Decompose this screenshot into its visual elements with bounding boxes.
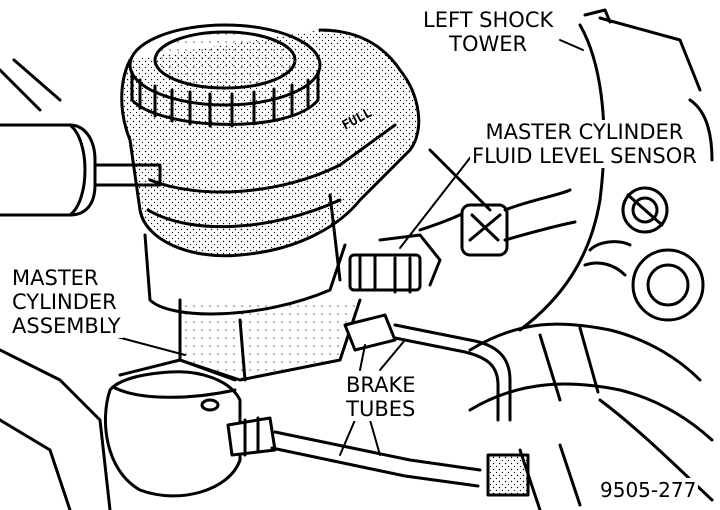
master-cylinder-body — [178, 298, 362, 382]
chassis-panel — [0, 348, 714, 510]
leader-brake-tube-upper-2 — [379, 339, 406, 371]
vacuum-hose — [468, 322, 714, 510]
label-fluid-level-sensor: MASTER CYLINDER FLUID LEVEL SENSOR — [470, 120, 699, 168]
leader-brake-tube-upper — [359, 344, 366, 371]
label-left-shock-tower: LEFT SHOCK TOWER — [421, 8, 556, 56]
leader-master-cylinder — [109, 334, 186, 356]
fluid-reservoir — [120, 28, 421, 316]
leader-fluid-sensor — [399, 144, 481, 249]
shock-tower-outline — [518, 8, 714, 332]
brake-tube-upper — [343, 313, 512, 422]
leader-lines — [109, 39, 584, 456]
mounting-bolt — [583, 186, 705, 322]
leader-brake-tube-lower — [339, 419, 356, 456]
label-master-cylinder-assembly: MASTER CYLINDER ASSEMBLY — [10, 266, 123, 338]
sensor-wire-harness — [428, 148, 577, 242]
figure-number: 9505-277 — [598, 478, 699, 502]
cylinder-mount-boss — [104, 358, 242, 498]
brake-tube-lower — [226, 416, 482, 488]
fluid-level-sensor — [348, 203, 509, 294]
leader-left-shock-tower — [559, 39, 584, 51]
label-brake-tubes: BRAKE TUBES — [344, 373, 418, 421]
leader-brake-tube-lower-2 — [369, 419, 381, 456]
